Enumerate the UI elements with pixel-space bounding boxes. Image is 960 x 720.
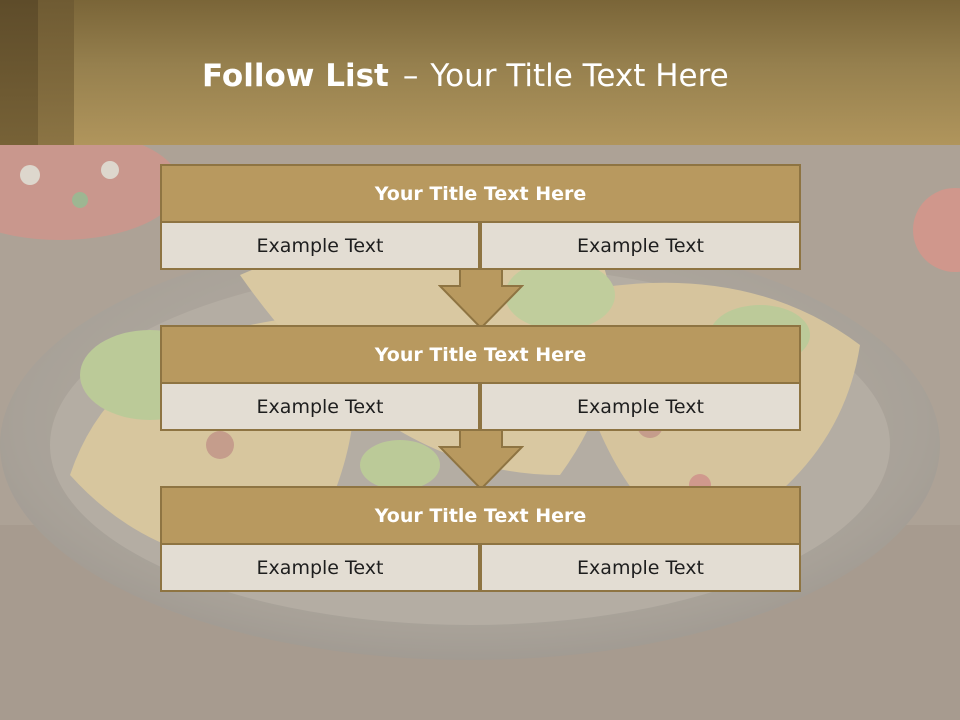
step-title: Your Title Text Here — [160, 164, 801, 223]
slide-title-rest: Your Title Text Here — [430, 58, 729, 94]
header-accent-dark — [0, 0, 38, 145]
down-arrow-icon — [438, 429, 524, 491]
step-block-2: Your Title Text Here Example Text Exampl… — [160, 325, 801, 431]
step-left-cell: Example Text — [160, 221, 480, 270]
header-accent-mid — [38, 0, 74, 145]
slide-title-separator: – — [402, 58, 419, 94]
step-right-cell: Example Text — [480, 382, 801, 431]
slide-title-bold: Follow List — [202, 58, 389, 94]
step-right-cell: Example Text — [480, 221, 801, 270]
step-right-cell: Example Text — [480, 543, 801, 592]
step-block-1: Your Title Text Here Example Text Exampl… — [160, 164, 801, 270]
step-left-cell: Example Text — [160, 543, 480, 592]
step-left-cell: Example Text — [160, 382, 480, 431]
slide-title: Follow List–Your Title Text Here — [202, 56, 729, 100]
header-band: Follow List–Your Title Text Here — [0, 0, 960, 145]
step-title: Your Title Text Here — [160, 486, 801, 545]
step-title: Your Title Text Here — [160, 325, 801, 384]
down-arrow-icon — [438, 268, 524, 330]
step-block-3: Your Title Text Here Example Text Exampl… — [160, 486, 801, 592]
